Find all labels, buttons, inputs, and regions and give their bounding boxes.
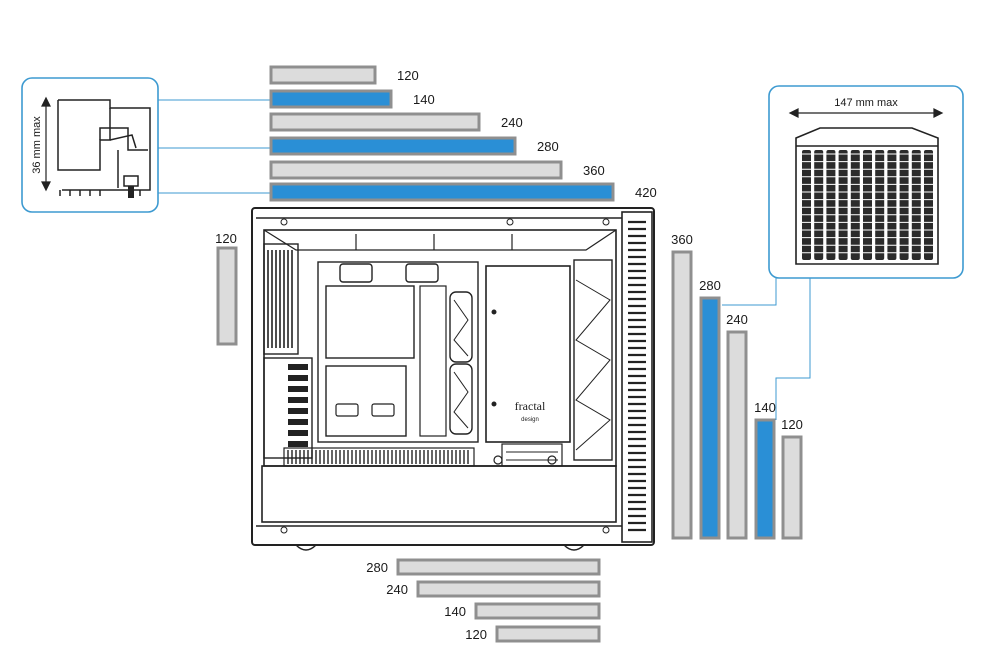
radiator-bar bbox=[269, 112, 481, 132]
radiator-size-label: 140 bbox=[413, 92, 435, 107]
radiator-size-label: 240 bbox=[386, 582, 408, 597]
radiator-size-label: 280 bbox=[699, 278, 721, 293]
radiator-bar bbox=[671, 250, 693, 540]
expansion-slot bbox=[288, 419, 308, 425]
front-radiator-140: 140 bbox=[754, 400, 776, 540]
radiator-size-label: 120 bbox=[215, 231, 237, 246]
width-callout: 147 mm max bbox=[768, 85, 964, 279]
radiator-fin bbox=[911, 150, 921, 260]
radiator-fin bbox=[826, 150, 836, 260]
radiator-bar bbox=[416, 580, 601, 598]
radiator-bar bbox=[726, 330, 748, 540]
radiator-bar bbox=[269, 136, 517, 156]
radiator-bar bbox=[754, 418, 776, 540]
radiator-bar bbox=[216, 246, 238, 346]
front-radiator-280: 280 bbox=[699, 278, 721, 540]
front-radiator-240: 240 bbox=[726, 312, 748, 540]
radiator-bar bbox=[269, 65, 377, 85]
bottom-radiator-280: 280 bbox=[366, 558, 601, 576]
expansion-slot bbox=[288, 430, 308, 436]
bottom-radiator-group: 280 240 140 120 bbox=[366, 558, 601, 643]
radiator-bar bbox=[269, 182, 615, 202]
front-radiator-120: 120 bbox=[781, 417, 803, 540]
bottom-radiator-120: 120 bbox=[465, 625, 601, 643]
radiator-fin bbox=[924, 150, 933, 260]
radiator-bar bbox=[396, 558, 601, 576]
bottom-radiator-140: 140 bbox=[444, 602, 601, 620]
radiator-size-label: 240 bbox=[726, 312, 748, 327]
radiator-size-label: 360 bbox=[671, 232, 693, 247]
expansion-slot bbox=[288, 408, 308, 414]
radiator-size-label: 280 bbox=[366, 560, 388, 575]
front-left-radiator-120: 120 bbox=[215, 231, 238, 346]
radiator-size-label: 120 bbox=[397, 68, 419, 83]
radiator-size-label: 240 bbox=[501, 115, 523, 130]
brand-logo: fractal bbox=[515, 399, 546, 413]
top-radiator-360: 360 bbox=[269, 160, 605, 180]
radiator-fin bbox=[838, 150, 848, 260]
radiator-fin bbox=[814, 150, 824, 260]
radiator-size-label: 120 bbox=[465, 627, 487, 642]
radiator-bar bbox=[269, 89, 393, 109]
radiator-core-drawing bbox=[795, 127, 939, 265]
top-radiator-420: 420 bbox=[269, 182, 657, 202]
radiator-bar bbox=[699, 296, 721, 540]
radiator-size-label: 280 bbox=[537, 139, 559, 154]
radiator-bar bbox=[781, 435, 803, 540]
radiator-bar bbox=[495, 625, 601, 643]
callout-connectors bbox=[158, 99, 811, 420]
radiator-fin bbox=[850, 150, 860, 260]
expansion-slot bbox=[288, 397, 308, 403]
radiator-fin bbox=[875, 150, 885, 260]
radiator-size-label: 140 bbox=[754, 400, 776, 415]
expansion-slot bbox=[288, 386, 308, 392]
radiator-bar bbox=[474, 602, 601, 620]
radiator-size-label: 360 bbox=[583, 163, 605, 178]
top-radiator-120: 120 bbox=[269, 65, 419, 85]
bottom-radiator-240: 240 bbox=[386, 580, 601, 598]
radiator-fin bbox=[899, 150, 909, 260]
radiator-size-label: 420 bbox=[635, 185, 657, 200]
top-radiator-280: 280 bbox=[269, 136, 559, 156]
thickness-callout: 36 mm max bbox=[21, 77, 159, 213]
radiator-bar bbox=[269, 160, 563, 180]
radiator-size-label: 120 bbox=[781, 417, 803, 432]
front-left-radiator-group: 120 bbox=[215, 231, 238, 346]
front-radiator-group: 360 280 240 140 120 bbox=[671, 232, 803, 540]
top-radiator-140: 140 bbox=[269, 89, 435, 109]
radiator-fin bbox=[863, 150, 872, 260]
radiator-fin bbox=[802, 150, 811, 260]
expansion-slot bbox=[288, 375, 308, 381]
radiator-size-label: 140 bbox=[444, 604, 466, 619]
expansion-slot bbox=[288, 441, 308, 447]
front-radiator-360: 360 bbox=[671, 232, 693, 540]
thickness-label: 36 mm max bbox=[31, 116, 43, 174]
top-radiator-group: 120 140 240 280 360 420 bbox=[269, 65, 657, 202]
radiator-fin bbox=[887, 150, 897, 260]
expansion-slot bbox=[288, 364, 308, 370]
brand-logo-sub: design bbox=[521, 417, 539, 423]
top-radiator-240: 240 bbox=[269, 112, 523, 132]
pc-case bbox=[251, 207, 655, 551]
width-label: 147 mm max bbox=[834, 97, 898, 109]
